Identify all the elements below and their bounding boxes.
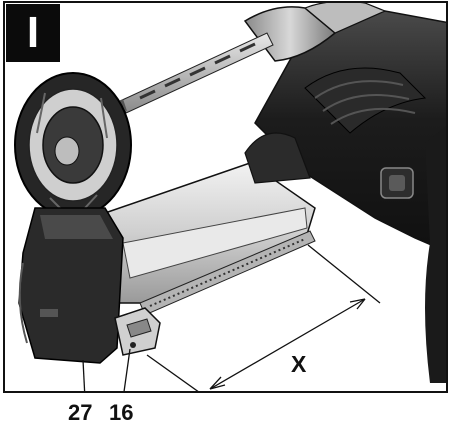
step-badge: I [6, 4, 60, 62]
callout-16: 16 [109, 400, 134, 425]
dimension-x-label: X [291, 351, 307, 377]
drill-dust-extraction-illustration [14, 3, 446, 391]
step-label: I [26, 8, 40, 57]
locking-lever [114, 307, 161, 356]
drill-bit [113, 32, 274, 114]
callout-27: 27 [68, 400, 93, 425]
front-housing [18, 207, 124, 364]
drill-body [243, 3, 446, 383]
suction-head [14, 72, 132, 218]
illustration-panel [3, 1, 448, 393]
callout-leaders [82, 244, 381, 391]
telescopic-tube [104, 132, 316, 316]
